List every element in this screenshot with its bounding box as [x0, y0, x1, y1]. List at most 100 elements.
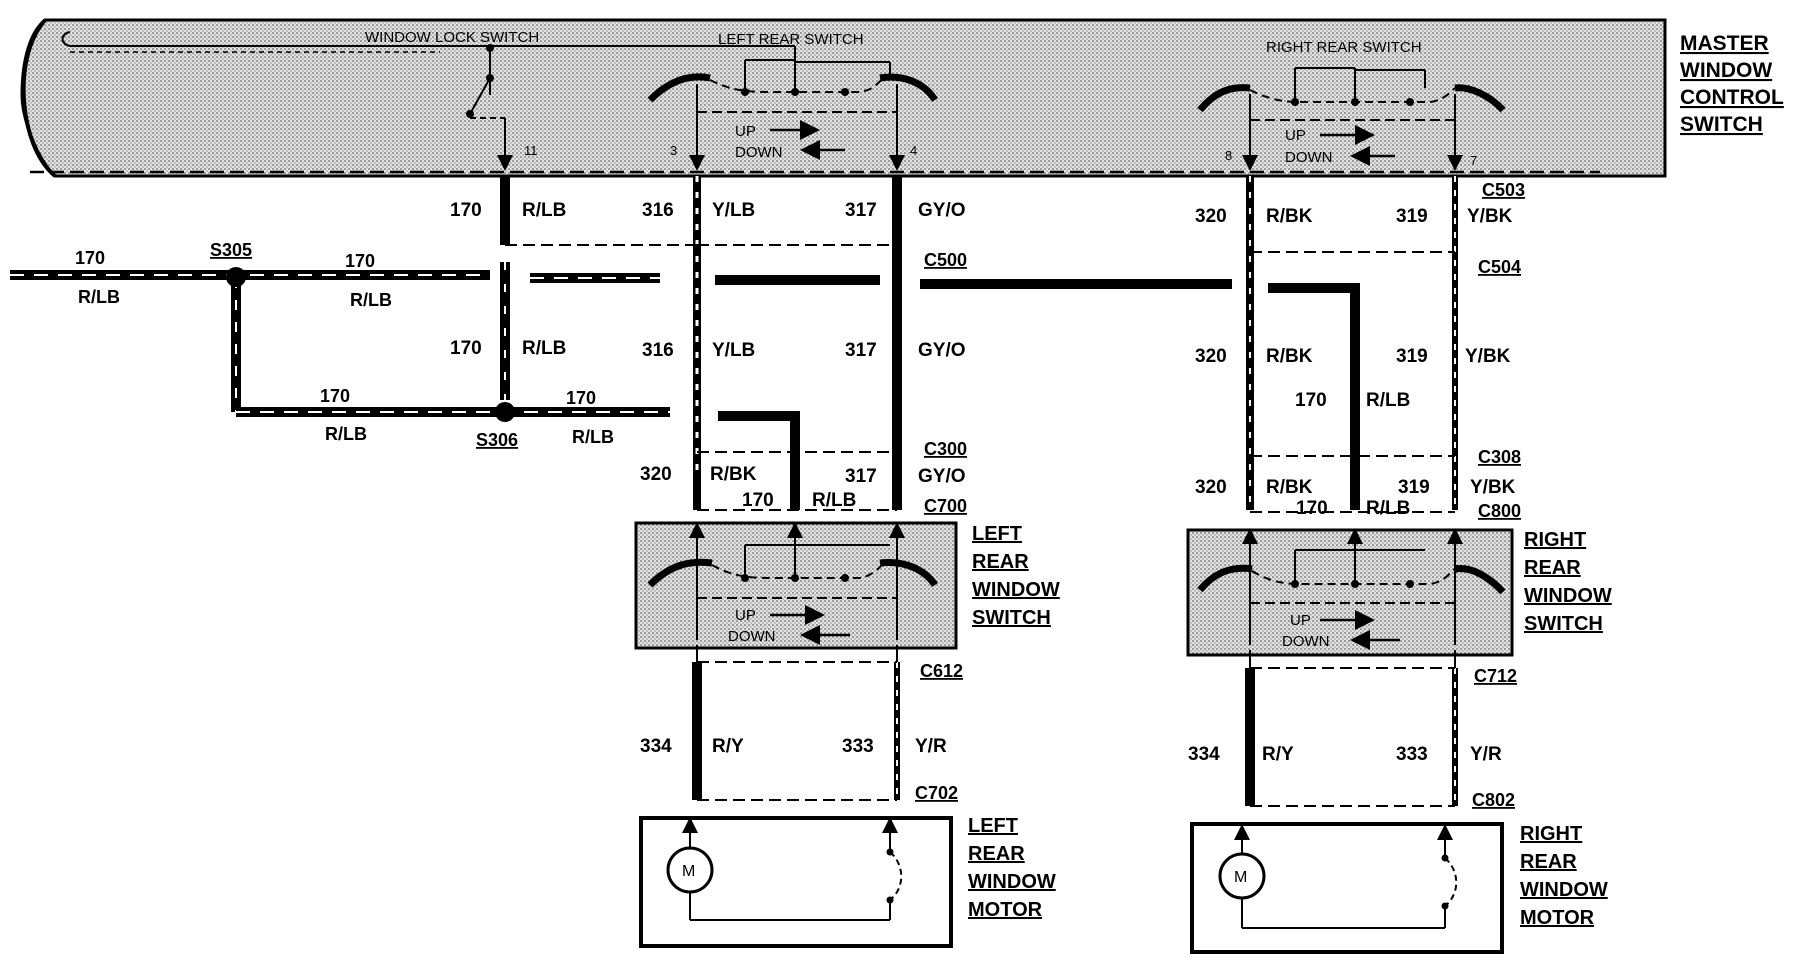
- master-right-up-label: UP: [1285, 127, 1306, 144]
- connector-c612: C612: [920, 661, 963, 681]
- circuit-319-number: 319: [1396, 206, 1428, 227]
- circuit-170-color: R/LB: [812, 490, 856, 511]
- left-switch-title-3: WINDOW: [972, 579, 1060, 601]
- right-motor-title-3: WINDOW: [1520, 879, 1608, 901]
- pin-8: 8: [1225, 148, 1232, 163]
- circuit-319-color: Y/BK: [1465, 346, 1511, 367]
- left-motor-title-2: REAR: [968, 843, 1025, 865]
- right-switch-title-1: RIGHT: [1524, 529, 1586, 551]
- circuit-170-number: 170: [566, 388, 596, 408]
- left-rear-switch-label: LEFT REAR SWITCH: [718, 31, 864, 48]
- circuit-320-number: 320: [1195, 477, 1227, 498]
- splice-s306: S306: [476, 430, 518, 450]
- right-motor-title-4: MOTOR: [1520, 907, 1595, 929]
- connector-c308: C308: [1478, 447, 1521, 467]
- left-rear-window-switch: [634, 521, 958, 662]
- circuit-320-color: R/BK: [1266, 206, 1313, 227]
- connector-c300: C300: [924, 439, 967, 459]
- right-rear-window-motor: [1190, 822, 1504, 954]
- right-motor-title-2: REAR: [1520, 851, 1577, 873]
- circuit-170-number: 170: [75, 248, 105, 268]
- connector-c700: C700: [924, 496, 967, 516]
- left-switch-down-label: DOWN: [728, 628, 776, 645]
- circuit-317-number: 317: [845, 340, 877, 361]
- circuit-320-number: 320: [1195, 346, 1227, 367]
- circuit-170-color: R/LB: [78, 287, 120, 307]
- connector-c800: C800: [1478, 501, 1521, 521]
- circuit-320-number: 320: [1195, 206, 1227, 227]
- circuit-316-number: 316: [642, 340, 674, 361]
- connector-c712: C712: [1474, 666, 1517, 686]
- wires: [10, 176, 1458, 807]
- connector-c503: C503: [1482, 180, 1525, 200]
- circuit-316-color: Y/LB: [712, 340, 755, 361]
- circuit-334-color: R/Y: [1262, 744, 1294, 765]
- circuit-333-number: 333: [1396, 744, 1428, 765]
- circuit-170-number: 170: [1295, 390, 1327, 411]
- circuit-170-number: 170: [450, 338, 482, 359]
- pin-4: 4: [910, 143, 917, 158]
- left-motor-symbol: M: [682, 863, 695, 880]
- pin-7: 7: [1470, 153, 1477, 168]
- left-motor-title-4: MOTOR: [968, 899, 1043, 921]
- splice-s306-dot: [495, 402, 515, 422]
- circuit-320-color: R/BK: [1266, 477, 1313, 498]
- circuit-316-number: 316: [642, 200, 674, 221]
- master-right-down-label: DOWN: [1285, 149, 1333, 166]
- circuit-333-color: Y/R: [915, 736, 947, 757]
- right-switch-title-3: WINDOW: [1524, 585, 1612, 607]
- circuit-317-color: GY/O: [918, 340, 966, 361]
- master-window-control-switch: [20, 18, 1667, 178]
- circuit-317-color: GY/O: [918, 200, 966, 221]
- left-switch-title-1: LEFT: [972, 523, 1022, 545]
- connector-c702: C702: [915, 783, 958, 803]
- circuit-170-color: R/LB: [1366, 498, 1410, 519]
- splice-s305: S305: [210, 240, 252, 260]
- pin-3: 3: [670, 143, 677, 158]
- master-title-line-3: CONTROL: [1680, 86, 1784, 109]
- circuit-334-number: 334: [1188, 744, 1220, 765]
- left-switch-up-label: UP: [735, 607, 756, 624]
- circuit-334-color: R/Y: [712, 736, 744, 757]
- circuit-320-color: R/BK: [1266, 346, 1313, 367]
- circuit-170-color: R/LB: [1366, 390, 1410, 411]
- circuit-333-number: 333: [842, 736, 874, 757]
- circuit-319-color: Y/BK: [1467, 206, 1513, 227]
- circuit-320-color: R/BK: [710, 464, 757, 485]
- circuit-170-color: R/LB: [572, 427, 614, 447]
- connector-c802: C802: [1472, 790, 1515, 810]
- circuit-170-number: 170: [320, 386, 350, 406]
- connector-c500: C500: [924, 250, 967, 270]
- circuit-320-number: 320: [640, 464, 672, 485]
- circuit-170-color: R/LB: [522, 338, 566, 359]
- right-motor-title-1: RIGHT: [1520, 823, 1582, 845]
- master-title-line-1: MASTER: [1680, 32, 1769, 55]
- left-motor-title-3: WINDOW: [968, 871, 1056, 893]
- circuit-317-color: GY/O: [918, 466, 966, 487]
- master-title-line-4: SWITCH: [1680, 113, 1763, 136]
- circuit-319-color: Y/BK: [1470, 477, 1516, 498]
- circuit-170-color: R/LB: [325, 424, 367, 444]
- splice-s305-dot: [226, 267, 246, 287]
- right-switch-title-2: REAR: [1524, 557, 1581, 579]
- left-switch-title-4: SWITCH: [972, 607, 1051, 629]
- circuit-170-number: 170: [345, 251, 375, 271]
- circuit-170-number: 170: [742, 490, 774, 511]
- circuit-170-number: 170: [450, 200, 482, 221]
- right-rear-switch-label: RIGHT REAR SWITCH: [1266, 39, 1422, 56]
- master-title-line-2: WINDOW: [1680, 59, 1772, 82]
- circuit-319-number: 319: [1396, 346, 1428, 367]
- circuit-317-number: 317: [845, 200, 877, 221]
- left-switch-title-2: REAR: [972, 551, 1029, 573]
- right-motor-symbol: M: [1234, 869, 1247, 886]
- circuit-170-color: R/LB: [350, 290, 392, 310]
- pin-11: 11: [524, 143, 538, 158]
- circuit-317-number: 317: [845, 466, 877, 487]
- circuit-170-number: 170: [1296, 498, 1328, 519]
- right-switch-down-label: DOWN: [1282, 633, 1330, 650]
- right-switch-title-4: SWITCH: [1524, 613, 1603, 635]
- circuit-170-color: R/LB: [522, 200, 566, 221]
- left-motor-title-1: LEFT: [968, 815, 1018, 837]
- connector-c504: C504: [1478, 257, 1521, 277]
